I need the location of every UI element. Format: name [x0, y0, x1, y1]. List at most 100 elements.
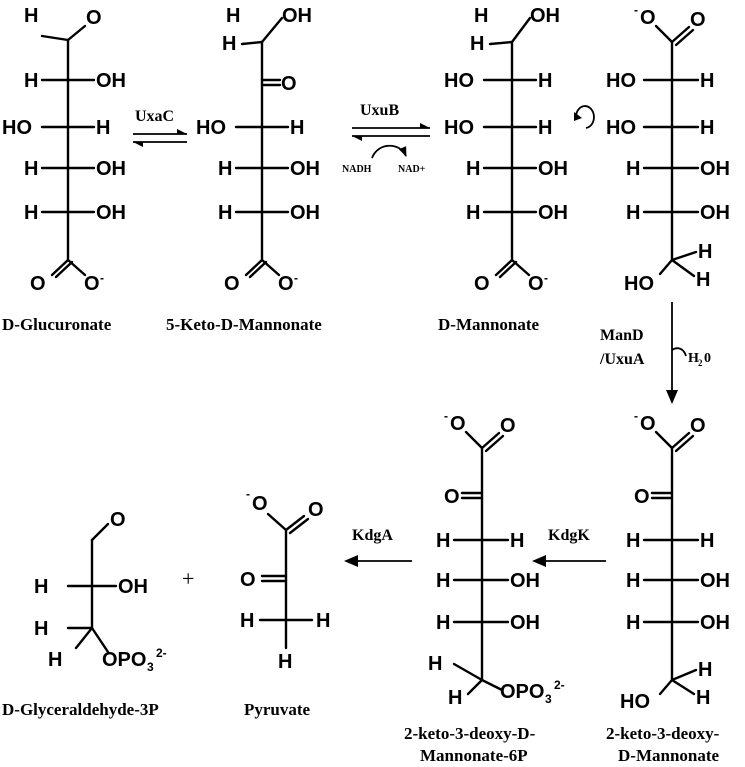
- atom-o: O: [528, 273, 544, 295]
- kdga-reaction: KdgA: [344, 527, 412, 567]
- label-pyruvate: Pyruvate: [244, 700, 311, 719]
- cofactor-water-tail: 0: [704, 351, 711, 366]
- atom-oh: OH: [530, 5, 560, 27]
- atom-oh: OH: [700, 158, 730, 180]
- atom-h: H: [626, 202, 640, 224]
- atom-oh: OH: [290, 202, 320, 224]
- atom-h: H: [538, 117, 552, 139]
- atom-oh: OH: [118, 576, 148, 598]
- atom-h: H: [698, 659, 712, 681]
- enzyme-kdgk: KdgK: [548, 527, 590, 544]
- atom-h: H: [436, 530, 450, 552]
- keto-mannonate-structure: H OH H O HO H H OH H OH O O - 5-Keto-D-M…: [166, 5, 322, 334]
- atom-o: O: [252, 493, 268, 515]
- atom-oh: OH: [538, 158, 568, 180]
- atom-o: O: [450, 413, 466, 435]
- atom-h: H: [34, 576, 48, 598]
- label-glyceraldehyde-3p: D-Glyceraldehyde-3P: [2, 700, 159, 719]
- rotation-icon: [574, 105, 595, 129]
- plus-sign: +: [182, 566, 194, 591]
- charge-minus: -: [634, 3, 638, 17]
- mand-reaction: ManD /UxuA H 2 0: [599, 302, 711, 404]
- atom-oh: OH: [700, 570, 730, 592]
- d-mannonate-structure: H OH H HO H HO H H OH H OH O O - D-Manno…: [438, 5, 568, 334]
- enzyme-uxub: UxuB: [360, 102, 399, 119]
- label-d-mannonate: D-Mannonate: [438, 315, 540, 334]
- charge-minus: -: [100, 271, 104, 285]
- atom-ho: HO: [606, 70, 636, 92]
- charge-minus: -: [634, 409, 638, 423]
- label-kdm-6p-line2: Mannonate-6P: [420, 746, 528, 765]
- cofactor-water-sub: 2: [698, 358, 703, 368]
- uxub-reaction: UxuB NADH NAD+: [342, 102, 430, 175]
- atom-ho: HO: [2, 117, 32, 139]
- atom-opo3-charge: 2-: [554, 678, 565, 692]
- atom-h: H: [218, 158, 232, 180]
- cofactor-nadh: NADH: [342, 164, 372, 175]
- charge-minus: -: [246, 487, 250, 501]
- atom-h: H: [96, 117, 110, 139]
- label-5-keto-d-mannonate: 5-Keto-D-Mannonate: [166, 315, 322, 334]
- atom-o: O: [278, 273, 294, 295]
- atom-o: O: [84, 273, 100, 295]
- atom-h: H: [222, 33, 236, 55]
- atom-h: H: [466, 158, 480, 180]
- enzyme-kdga: KdgA: [352, 527, 393, 544]
- enzyme-uxac: UxaC: [135, 108, 174, 125]
- atom-h: H: [428, 653, 442, 675]
- atom-o: O: [640, 7, 656, 29]
- label-kdm-line1: 2-keto-3-deoxy-: [606, 724, 720, 743]
- atom-h: H: [24, 158, 38, 180]
- atom-oh: OH: [96, 70, 126, 92]
- charge-minus: -: [444, 409, 448, 423]
- atom-h: H: [24, 5, 38, 27]
- atom-ho: HO: [620, 691, 650, 713]
- atom-o: O: [224, 273, 240, 295]
- atom-h: H: [290, 117, 304, 139]
- cofactor-water: H: [688, 351, 699, 366]
- kdm-6p-structure: - O O O H H H OH H OH H H OPO 3 2- 2-ket…: [404, 409, 565, 765]
- atom-oh: OH: [700, 202, 730, 224]
- atom-o: O: [308, 499, 324, 521]
- atom-opo3-sub: 3: [545, 692, 552, 706]
- atom-h: H: [626, 570, 640, 592]
- atom-ho: HO: [444, 117, 474, 139]
- atom-o: O: [640, 413, 656, 435]
- kdm-structure: - O O O H H H OH H OH H H HO 2-keto-3-de…: [606, 409, 730, 765]
- atom-o: O: [690, 415, 706, 437]
- atom-h: H: [218, 202, 232, 224]
- atom-oh: OH: [96, 202, 126, 224]
- atom-h: H: [626, 612, 640, 634]
- d-glucuronate-structure: H O H OH HO H H OH H OH O O - D-Glucuron…: [2, 5, 126, 334]
- atom-h: H: [24, 202, 38, 224]
- atom-h: H: [466, 202, 480, 224]
- d-mannonate-rotated-structure: - O O HO H HO H H OH H OH H H HO: [606, 3, 730, 295]
- atom-oh: OH: [538, 202, 568, 224]
- atom-h: H: [696, 687, 710, 709]
- atom-oh: OH: [282, 5, 312, 27]
- atom-h: H: [698, 241, 712, 263]
- atom-oh: OH: [700, 612, 730, 634]
- atom-ho: HO: [624, 273, 654, 295]
- atom-oh: OH: [510, 570, 540, 592]
- enzyme-mand: ManD: [600, 327, 644, 344]
- atom-h: H: [24, 70, 38, 92]
- enzyme-uxua: /UxuA: [599, 351, 645, 368]
- atom-o: O: [444, 486, 460, 508]
- atom-o: O: [110, 509, 126, 531]
- atom-ho: HO: [606, 117, 636, 139]
- atom-ho: HO: [444, 70, 474, 92]
- atom-o: O: [690, 9, 706, 31]
- label-kdm-line2: D-Mannonate: [618, 746, 720, 765]
- atom-oh: OH: [290, 158, 320, 180]
- charge-minus: -: [294, 271, 298, 285]
- atom-h: H: [510, 530, 524, 552]
- atom-h: H: [278, 651, 292, 673]
- glyceraldehyde-3p-structure: O H OH H H OPO 3 2- D-Glyceraldehyde-3P: [2, 509, 167, 719]
- atom-h: H: [436, 612, 450, 634]
- atom-h: H: [240, 610, 254, 632]
- atom-h: H: [700, 530, 714, 552]
- atom-oh: OH: [96, 158, 126, 180]
